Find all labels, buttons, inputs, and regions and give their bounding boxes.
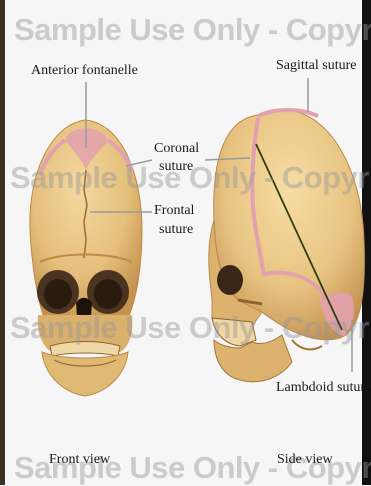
left-border — [0, 0, 5, 485]
label-front-view: Front view — [49, 452, 110, 468]
label-lambdoid-suture: Lambdoid suture — [276, 380, 371, 396]
label-frontal-line1: Frontal — [154, 203, 194, 219]
side-orbit — [217, 265, 243, 295]
label-side-view: Side view — [277, 452, 333, 468]
watermark-top: Sample Use Only - Copyrighted — [14, 12, 371, 48]
label-coronal-line2: suture — [159, 159, 193, 175]
front-mandible — [42, 352, 128, 396]
label-frontal-line2: suture — [159, 222, 193, 238]
label-anterior-fontanelle: Anterior fontanelle — [31, 63, 138, 79]
label-sagittal-suture: Sagittal suture — [276, 58, 357, 74]
watermark-lower-middle: Sample Use Only - Copyrighted — [10, 310, 371, 346]
label-coronal-line1: Coronal — [154, 141, 199, 157]
